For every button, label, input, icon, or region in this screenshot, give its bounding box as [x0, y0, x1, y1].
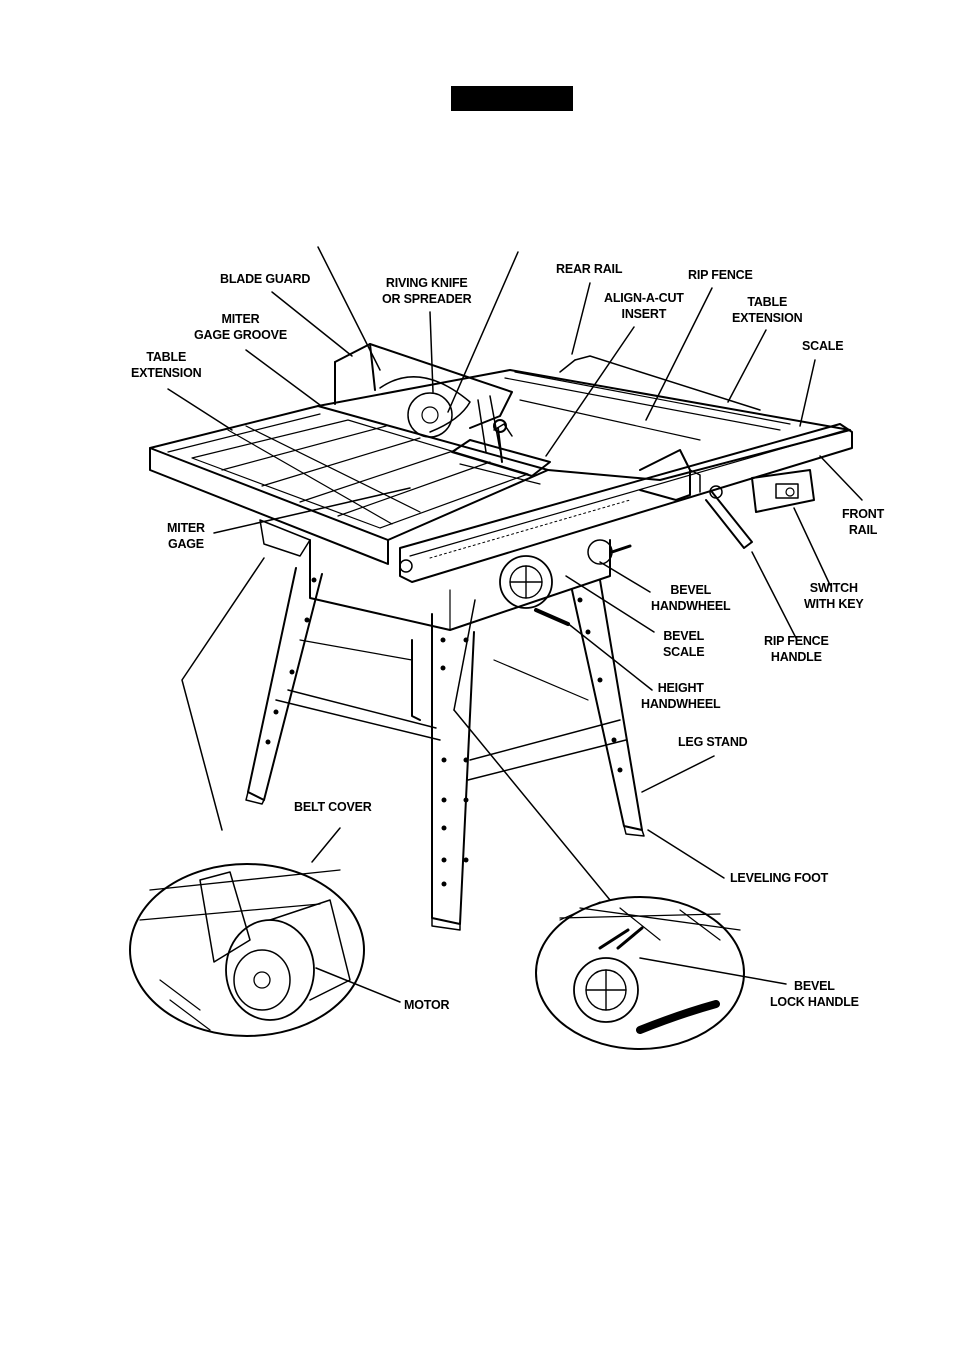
- label-align-a-cut-line2: INSERT: [604, 306, 684, 322]
- label-table-extension-right-line1: TABLE: [732, 294, 802, 310]
- label-leveling-foot: LEVELING FOOT: [730, 870, 828, 886]
- label-riving-knife: RIVING KNIFE OR SPREADER: [382, 275, 471, 307]
- label-height-handwheel: HEIGHT HANDWHEEL: [641, 680, 720, 712]
- switch-box: [752, 470, 814, 512]
- label-front-rail-line1: FRONT: [842, 506, 884, 522]
- label-miter-gage-groove-line1: MITER: [194, 311, 287, 327]
- label-rear-rail-text: REAR RAIL: [556, 261, 622, 277]
- label-blade-guard-text: BLADE GUARD: [220, 271, 310, 287]
- label-switch-with-key: SWITCH WITH KEY: [804, 580, 864, 612]
- label-riving-knife-line2: OR SPREADER: [382, 291, 471, 307]
- motor-detail-circle: [130, 864, 364, 1036]
- label-table-extension-left-line1: TABLE: [131, 349, 201, 365]
- miter-gage: [452, 420, 550, 484]
- label-belt-cover: BELT COVER: [294, 799, 372, 815]
- leader-lines: [168, 247, 862, 1002]
- label-bevel-lock-handle-line1: BEVEL: [770, 978, 859, 994]
- label-align-a-cut-insert: ALIGN-A-CUT INSERT: [604, 290, 684, 322]
- label-rear-rail: REAR RAIL: [556, 261, 622, 277]
- label-rip-fence-handle-line2: HANDLE: [764, 649, 829, 665]
- label-bevel-lock-handle: BEVEL LOCK HANDLE: [770, 978, 859, 1010]
- label-bevel-handwheel: BEVEL HANDWHEEL: [651, 582, 730, 614]
- label-scale: SCALE: [802, 338, 843, 354]
- label-height-handwheel-line2: HANDWHEEL: [641, 696, 720, 712]
- label-switch-with-key-line2: WITH KEY: [804, 596, 864, 612]
- label-scale-text: SCALE: [802, 338, 843, 354]
- label-table-extension-left-line2: EXTENSION: [131, 365, 201, 381]
- bevel-lock-detail-circle: [536, 897, 744, 1049]
- label-align-a-cut-line1: ALIGN-A-CUT: [604, 290, 684, 306]
- label-switch-with-key-line1: SWITCH: [804, 580, 864, 596]
- label-riving-knife-line1: RIVING KNIFE: [382, 275, 471, 291]
- label-miter-gage-groove-line2: GAGE GROOVE: [194, 327, 287, 343]
- label-motor: MOTOR: [404, 997, 449, 1013]
- label-bevel-handwheel-line2: HANDWHEEL: [651, 598, 730, 614]
- label-miter-gage: MITER GAGE: [167, 520, 205, 552]
- label-table-extension-right-line2: EXTENSION: [732, 310, 802, 326]
- label-leveling-foot-text: LEVELING FOOT: [730, 870, 828, 886]
- label-blade-guard: BLADE GUARD: [220, 271, 310, 287]
- label-bevel-lock-handle-line2: LOCK HANDLE: [770, 994, 859, 1010]
- left-table-extension: [150, 406, 548, 564]
- label-rip-fence-text: RIP FENCE: [688, 267, 753, 283]
- label-miter-gage-line1: MITER: [167, 520, 205, 536]
- label-miter-gage-groove: MITER GAGE GROOVE: [194, 311, 287, 343]
- label-motor-text: MOTOR: [404, 997, 449, 1013]
- label-front-rail-line2: RAIL: [842, 522, 884, 538]
- label-bevel-handwheel-line1: BEVEL: [651, 582, 730, 598]
- cabinet: [260, 520, 630, 630]
- label-leg-stand: LEG STAND: [678, 734, 748, 750]
- label-rip-fence-handle-line1: RIP FENCE: [764, 633, 829, 649]
- label-rip-fence: RIP FENCE: [688, 267, 753, 283]
- label-bevel-scale: BEVEL SCALE: [663, 628, 704, 660]
- label-belt-cover-text: BELT COVER: [294, 799, 372, 815]
- main-table: [318, 356, 850, 480]
- label-bevel-scale-line2: SCALE: [663, 644, 704, 660]
- label-table-extension-right: TABLE EXTENSION: [732, 294, 802, 326]
- label-leg-stand-text: LEG STAND: [678, 734, 748, 750]
- label-height-handwheel-line1: HEIGHT: [641, 680, 720, 696]
- label-front-rail: FRONT RAIL: [842, 506, 884, 538]
- label-rip-fence-handle: RIP FENCE HANDLE: [764, 633, 829, 665]
- label-miter-gage-line2: GAGE: [167, 536, 205, 552]
- label-bevel-scale-line1: BEVEL: [663, 628, 704, 644]
- label-table-extension-left: TABLE EXTENSION: [131, 349, 201, 381]
